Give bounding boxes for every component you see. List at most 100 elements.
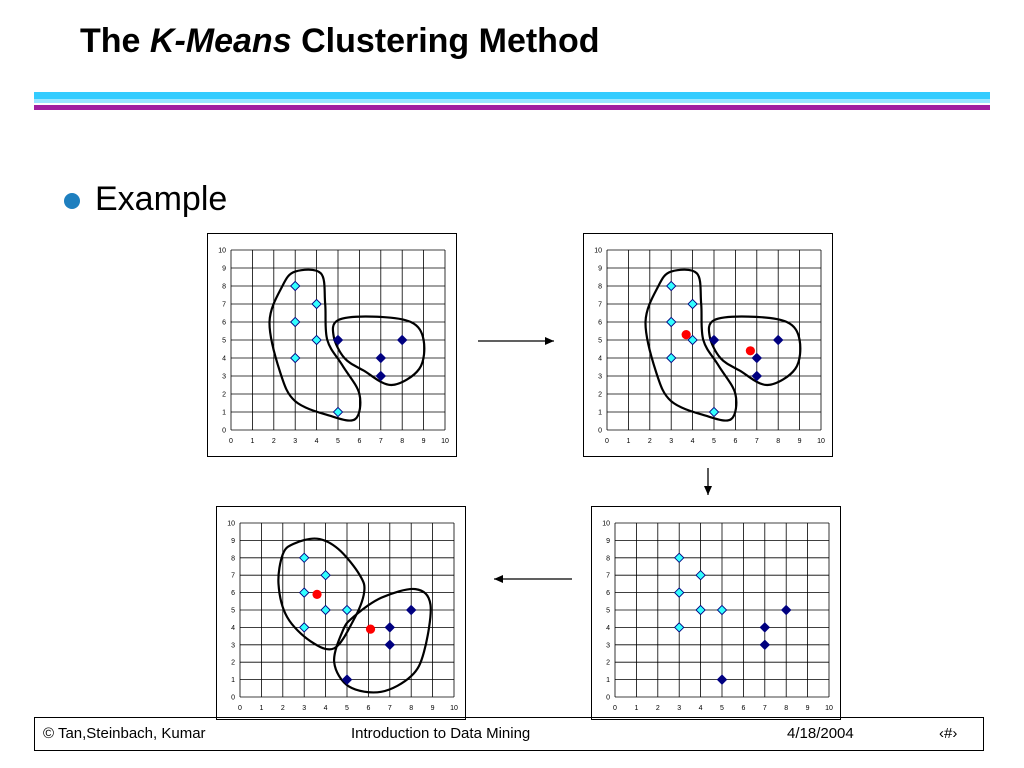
x-tick-label: 7 bbox=[379, 438, 383, 445]
y-tick-label: 9 bbox=[222, 266, 226, 273]
navy-data-point bbox=[405, 604, 417, 616]
x-tick-label: 5 bbox=[712, 438, 716, 445]
cyan-data-point bbox=[708, 406, 720, 418]
title-pre: The bbox=[80, 22, 141, 60]
y-tick-label: 10 bbox=[218, 248, 226, 255]
y-tick-label: 2 bbox=[606, 660, 610, 667]
cyan-data-point bbox=[289, 352, 301, 364]
cyan-data-point bbox=[665, 352, 677, 364]
y-tick-label: 1 bbox=[606, 677, 610, 684]
x-tick-label: 9 bbox=[798, 438, 802, 445]
y-tick-label: 3 bbox=[222, 374, 226, 381]
y-tick-label: 5 bbox=[231, 608, 235, 615]
cyan-bar bbox=[34, 92, 990, 99]
y-tick-label: 6 bbox=[231, 590, 235, 597]
y-tick-label: 3 bbox=[606, 642, 610, 649]
light-cyan-bar bbox=[34, 99, 990, 103]
cluster-boundary bbox=[268, 268, 362, 422]
x-tick-label: 5 bbox=[345, 705, 349, 712]
cyan-data-point bbox=[673, 622, 685, 633]
y-tick-label: 3 bbox=[231, 642, 235, 649]
x-tick-label: 2 bbox=[281, 705, 285, 712]
title-post: Clustering Method bbox=[301, 22, 600, 60]
y-tick-label: 1 bbox=[231, 677, 235, 684]
y-tick-label: 6 bbox=[222, 320, 226, 327]
y-tick-label: 10 bbox=[594, 248, 602, 255]
x-tick-label: 3 bbox=[302, 705, 306, 712]
cluster-boundary bbox=[707, 315, 802, 387]
y-tick-label: 9 bbox=[598, 266, 602, 273]
x-tick-label: 1 bbox=[626, 438, 630, 445]
y-tick-label: 0 bbox=[598, 428, 602, 435]
title-emphasis: K-Means bbox=[149, 22, 292, 60]
y-tick-label: 6 bbox=[598, 320, 602, 327]
footer-copyright: © Tan,Steinbach, Kumar bbox=[43, 725, 206, 742]
y-tick-label: 9 bbox=[231, 538, 235, 545]
cyan-data-point bbox=[716, 604, 728, 616]
cyan-data-point bbox=[665, 316, 677, 328]
x-tick-label: 9 bbox=[422, 438, 426, 445]
x-tick-label: 0 bbox=[229, 438, 233, 445]
slide-title: The K-Means Clustering Method bbox=[80, 22, 600, 61]
cyan-data-point bbox=[289, 316, 301, 328]
y-tick-label: 2 bbox=[231, 660, 235, 667]
navy-data-point bbox=[716, 674, 728, 685]
y-tick-label: 9 bbox=[606, 538, 610, 545]
y-tick-label: 3 bbox=[598, 374, 602, 381]
navy-data-point bbox=[780, 604, 792, 616]
cyan-data-point bbox=[298, 587, 310, 598]
cyan-data-point bbox=[311, 298, 322, 310]
grid bbox=[239, 522, 455, 698]
y-tick-label: 0 bbox=[231, 695, 235, 702]
bullet-text: Example bbox=[95, 180, 228, 218]
navy-data-point bbox=[375, 370, 387, 382]
cyan-data-point bbox=[298, 552, 310, 564]
cluster-boundary bbox=[331, 315, 426, 387]
x-tick-label: 5 bbox=[336, 438, 340, 445]
cyan-data-point bbox=[311, 334, 322, 346]
x-tick-label: 10 bbox=[450, 705, 458, 712]
bullet-icon bbox=[64, 193, 80, 209]
navy-data-point bbox=[396, 334, 408, 346]
cyan-data-point bbox=[687, 298, 698, 310]
x-tick-label: 8 bbox=[400, 438, 404, 445]
grid bbox=[614, 522, 830, 698]
y-tick-label: 1 bbox=[222, 410, 226, 417]
x-tick-label: 4 bbox=[699, 705, 703, 712]
navy-data-point bbox=[384, 622, 396, 633]
centroid-point bbox=[681, 330, 691, 340]
x-tick-label: 6 bbox=[357, 438, 361, 445]
x-tick-label: 8 bbox=[784, 705, 788, 712]
y-tick-label: 4 bbox=[598, 356, 602, 363]
y-tick-label: 4 bbox=[231, 625, 235, 632]
x-tick-label: 1 bbox=[250, 438, 254, 445]
x-tick-label: 8 bbox=[409, 705, 413, 712]
x-tick-label: 6 bbox=[733, 438, 737, 445]
x-tick-label: 10 bbox=[825, 705, 833, 712]
x-tick-label: 7 bbox=[755, 438, 759, 445]
x-tick-label: 5 bbox=[720, 705, 724, 712]
x-tick-label: 4 bbox=[691, 438, 695, 445]
cluster-boundary bbox=[277, 537, 366, 651]
cyan-data-point bbox=[320, 604, 331, 616]
x-tick-label: 0 bbox=[238, 705, 242, 712]
y-tick-label: 0 bbox=[606, 695, 610, 702]
cyan-data-point bbox=[673, 587, 685, 598]
navy-data-point bbox=[375, 352, 387, 364]
cyan-data-point bbox=[289, 280, 301, 292]
y-tick-label: 8 bbox=[598, 284, 602, 291]
footer-course: Introduction to Data Mining bbox=[351, 725, 531, 742]
y-tick-label: 1 bbox=[598, 410, 602, 417]
slide-footer: © Tan,Steinbach, Kumar Introduction to D… bbox=[34, 717, 984, 751]
x-tick-label: 3 bbox=[293, 438, 297, 445]
cyan-data-point bbox=[695, 604, 706, 616]
cluster-boundary bbox=[333, 587, 432, 694]
title-underline-bars bbox=[34, 92, 990, 112]
x-tick-label: 1 bbox=[634, 705, 638, 712]
